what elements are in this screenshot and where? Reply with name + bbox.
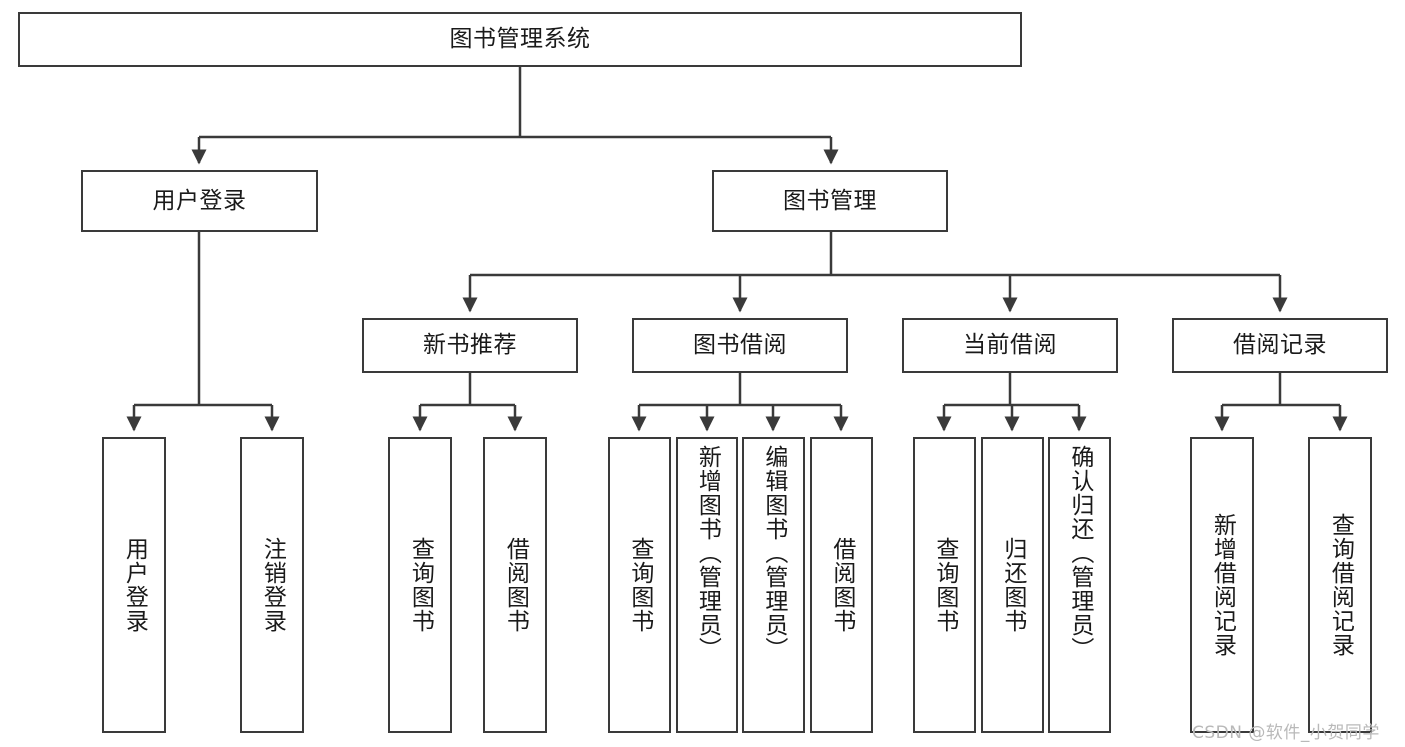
leaf-node-add-borrow-record[interactable]: 新增借阅记录	[1190, 437, 1254, 733]
leaf-node-query-borrow-record[interactable]: 查询借阅记录	[1308, 437, 1372, 733]
node-label: 借阅记录	[1233, 332, 1327, 359]
node-book-manage[interactable]: 图书管理	[712, 170, 948, 232]
leaf-node-add-book-admin[interactable]: 新增图书（管理员）	[676, 437, 738, 733]
leaf-node-edit-book-admin[interactable]: 编辑图书（管理员）	[742, 437, 805, 733]
leaf-node-borrow-book-recommend[interactable]: 借阅图书	[483, 437, 547, 733]
node-label: 用户登录	[152, 187, 247, 214]
node-label: 图书管理系统	[449, 26, 591, 53]
leaf-node-borrow-book[interactable]: 借阅图书	[810, 437, 873, 733]
leaf-node-query-book-current[interactable]: 查询图书	[913, 437, 976, 733]
leaf-label: 确认归还（管理员）	[1066, 445, 1093, 661]
node-label: 图书借阅	[693, 332, 787, 359]
node-current-borrow[interactable]: 当前借阅	[902, 318, 1118, 373]
leaf-node-user-logout[interactable]: 注销登录	[240, 437, 304, 733]
leaf-label: 归还图书	[999, 537, 1026, 633]
leaf-label: 查询图书	[931, 537, 958, 633]
leaf-label: 新增借阅记录	[1209, 513, 1236, 657]
leaf-label: 查询图书	[626, 537, 653, 633]
leaf-node-query-book-borrow[interactable]: 查询图书	[608, 437, 671, 733]
node-label: 新书推荐	[423, 332, 517, 359]
node-book-borrow[interactable]: 图书借阅	[632, 318, 848, 373]
leaf-label: 编辑图书（管理员）	[760, 445, 787, 661]
node-label: 当前借阅	[963, 332, 1057, 359]
leaf-label: 查询图书	[407, 537, 434, 633]
node-new-book-recommend[interactable]: 新书推荐	[362, 318, 578, 373]
node-user-login[interactable]: 用户登录	[81, 170, 318, 232]
node-borrow-record[interactable]: 借阅记录	[1172, 318, 1388, 373]
leaf-node-confirm-return-admin[interactable]: 确认归还（管理员）	[1048, 437, 1111, 733]
leaf-label: 借阅图书	[502, 537, 529, 633]
leaf-node-query-book-recommend[interactable]: 查询图书	[388, 437, 452, 733]
csdn-watermark: CSDN @软件_小贺同学	[1192, 723, 1380, 743]
leaf-label: 用户登录	[121, 537, 148, 633]
leaf-label: 借阅图书	[828, 537, 855, 633]
leaf-label: 新增图书（管理员）	[694, 445, 721, 661]
node-root-system[interactable]: 图书管理系统	[18, 12, 1022, 67]
node-label: 图书管理	[783, 187, 877, 214]
leaf-label: 查询借阅记录	[1327, 513, 1354, 657]
leaf-label: 注销登录	[259, 537, 286, 633]
leaf-node-user-login[interactable]: 用户登录	[102, 437, 166, 733]
leaf-node-return-book[interactable]: 归还图书	[981, 437, 1044, 733]
